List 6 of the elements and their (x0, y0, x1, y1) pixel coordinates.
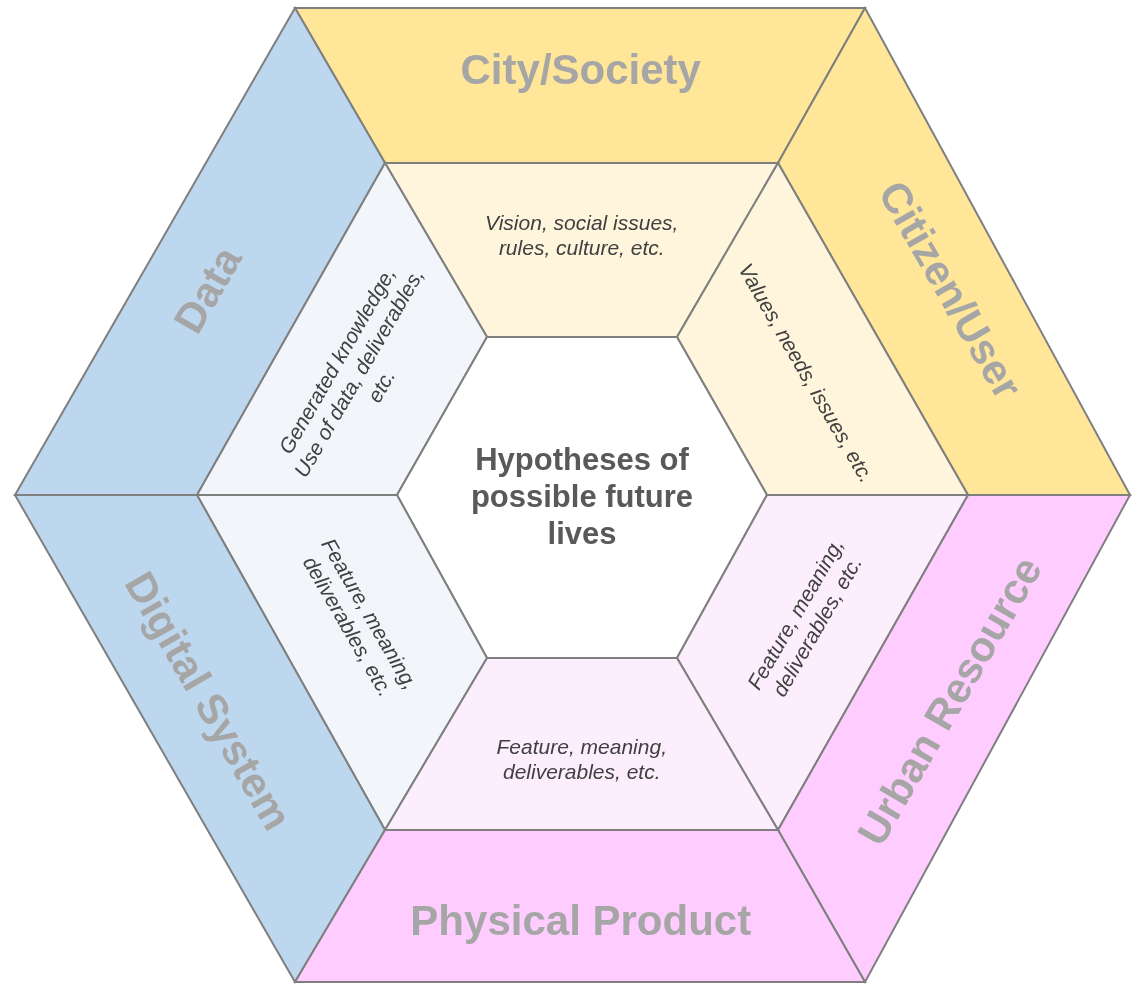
segment-note: Feature, meaning, deliverables, etc. (495, 733, 668, 785)
outer-band-segment (295, 8, 865, 163)
segment-note: Vision, social issues, rules, culture, etc. (484, 209, 680, 261)
center-title: Hypotheses of possible future lives (469, 440, 695, 553)
band-title: City/Society (460, 45, 701, 96)
band-title: Physical Product (410, 895, 752, 946)
